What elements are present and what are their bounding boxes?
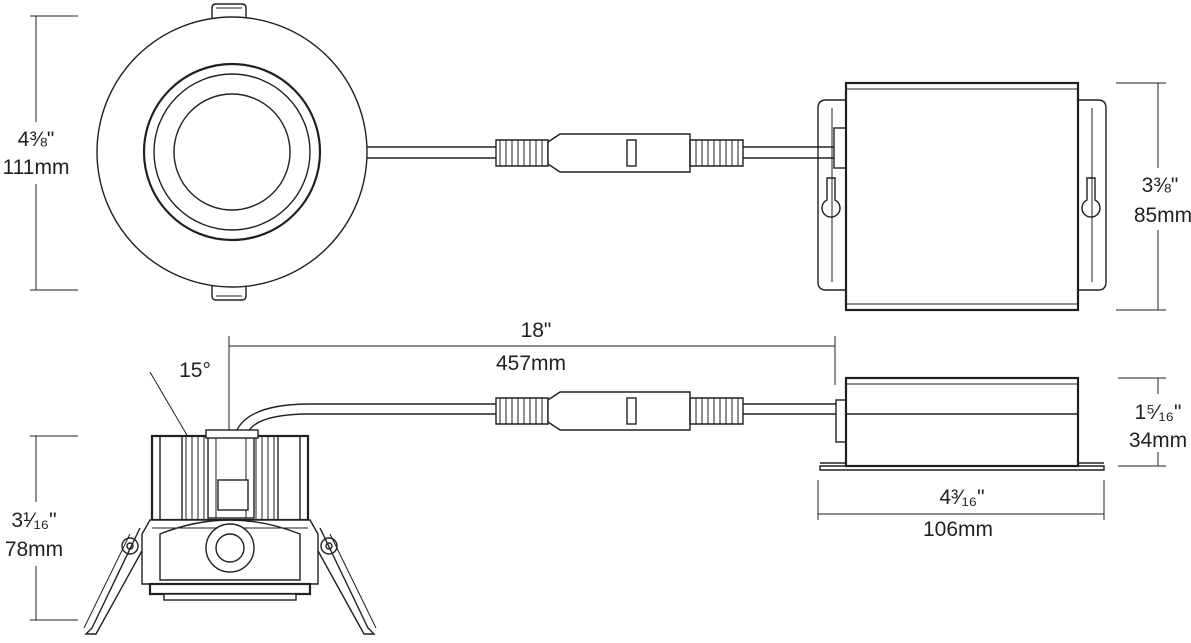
top-cable xyxy=(367,146,836,159)
side-cable xyxy=(235,403,836,433)
driver-width-in: 3⅜" xyxy=(1142,174,1179,197)
fixture-side-view xyxy=(83,429,377,635)
tilt-angle: 15° xyxy=(179,359,211,382)
fixture-top-view xyxy=(96,3,368,301)
trim-diameter-in: 4⅜" xyxy=(18,128,55,151)
driver-width-dimension: 3⅜" 85mm xyxy=(1116,82,1191,311)
driver-length-dimension: 4³⁄₁₆" 106mm xyxy=(817,480,1105,541)
fixture-height-in: 3¹⁄₁₆" xyxy=(11,509,56,532)
cable-length-dimension: 18" 457mm xyxy=(228,319,836,430)
trim-diameter-dimension: 4⅜" 111mm xyxy=(3,15,78,291)
top-connector xyxy=(495,133,744,173)
driver-height-mm: 34mm xyxy=(1129,429,1187,452)
driver-height-in: 1⁵⁄₁₆" xyxy=(1135,401,1182,424)
driver-height-dimension: 1⁵⁄₁₆" 34mm xyxy=(1118,377,1187,467)
fixture-height-dimension: 3¹⁄₁₆" 78mm xyxy=(5,435,78,621)
cable-length-mm: 457mm xyxy=(496,352,566,375)
driver-length-in: 4³⁄₁₆" xyxy=(939,486,984,509)
driver-side-view xyxy=(819,376,1105,471)
fixture-height-mm: 78mm xyxy=(5,538,63,561)
trim-diameter-mm: 111mm xyxy=(3,156,70,179)
side-connector xyxy=(495,391,744,431)
driver-width-mm: 85mm xyxy=(1134,204,1191,227)
driver-top-view xyxy=(817,81,1107,312)
driver-length-mm: 106mm xyxy=(923,518,993,541)
cable-length-in: 18" xyxy=(521,319,552,342)
